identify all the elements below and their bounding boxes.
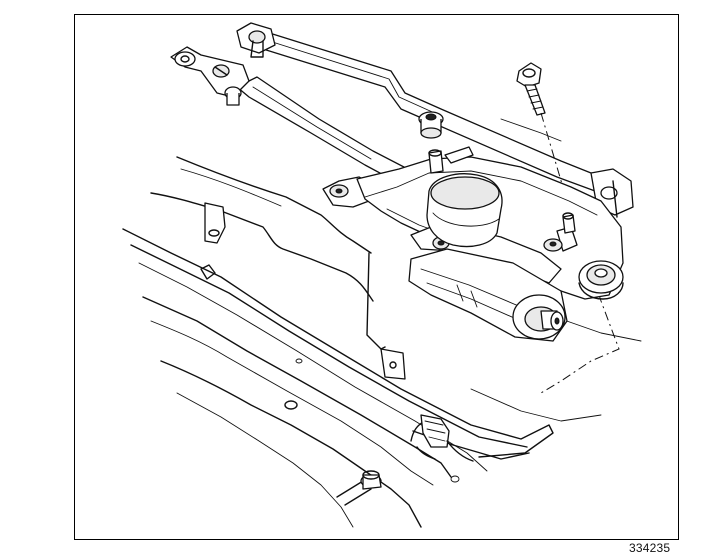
figure-number: 334235: [629, 541, 671, 555]
mounting-bolt: [516, 62, 546, 116]
illustration-frame: [74, 14, 679, 540]
pivot-post-lower: [336, 470, 382, 506]
wiper-motor-linkage-illustration: [122, 22, 642, 528]
electrical-connector: [410, 414, 474, 462]
wiper-motor: [408, 146, 568, 342]
